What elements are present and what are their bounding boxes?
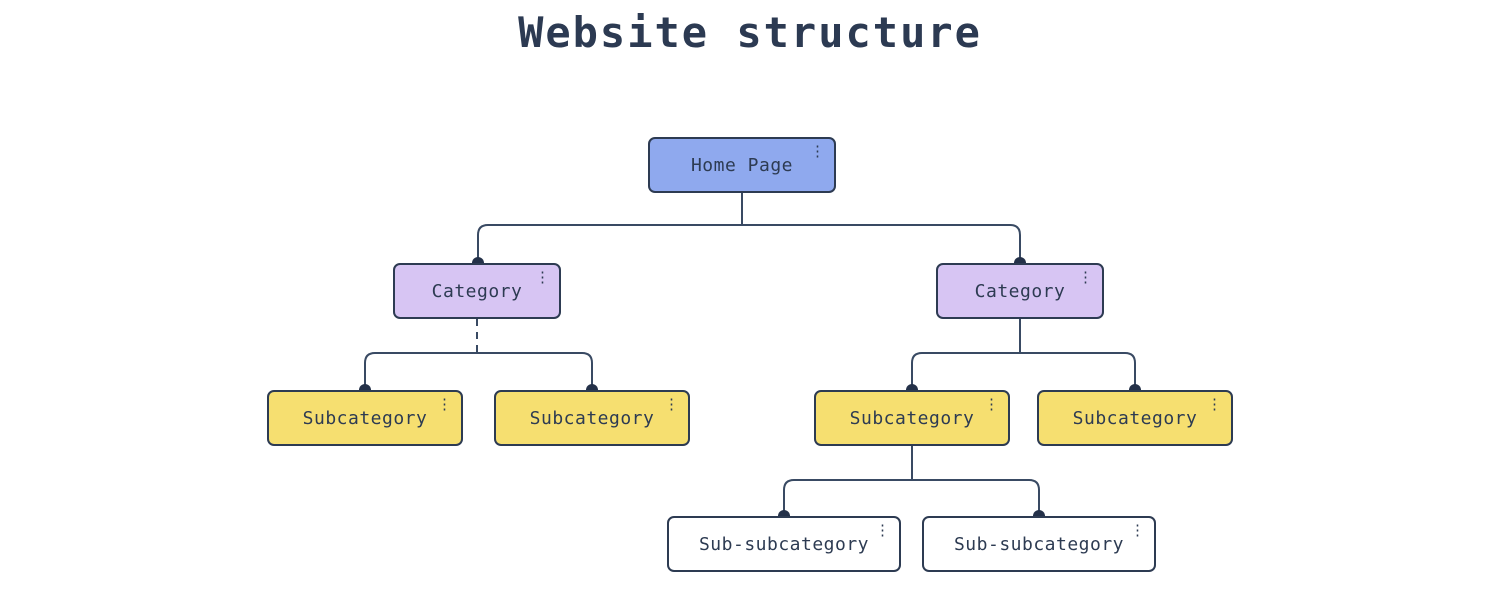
node-subcategory-right-2[interactable]: Subcategory ⋮ bbox=[1037, 390, 1233, 446]
kebab-menu-icon[interactable]: ⋮ bbox=[1207, 395, 1222, 413]
kebab-menu-icon[interactable]: ⋮ bbox=[810, 142, 825, 160]
node-category-right[interactable]: Category ⋮ bbox=[936, 263, 1104, 319]
node-label: Subcategory bbox=[849, 407, 975, 429]
node-label: Category bbox=[431, 280, 523, 302]
node-label: Sub-subcategory bbox=[953, 533, 1125, 555]
kebab-menu-icon[interactable]: ⋮ bbox=[984, 395, 999, 413]
node-sub-subcategory-1[interactable]: Sub-subcategory ⋮ bbox=[667, 516, 901, 572]
kebab-menu-icon[interactable]: ⋮ bbox=[535, 268, 550, 286]
node-subcategory-right-1[interactable]: Subcategory ⋮ bbox=[814, 390, 1010, 446]
kebab-menu-icon[interactable]: ⋮ bbox=[1130, 521, 1145, 539]
diagram-title: Website structure bbox=[518, 8, 982, 57]
node-label: Category bbox=[974, 280, 1066, 302]
kebab-menu-icon[interactable]: ⋮ bbox=[875, 521, 890, 539]
node-subcategory-left-2[interactable]: Subcategory ⋮ bbox=[494, 390, 690, 446]
kebab-menu-icon[interactable]: ⋮ bbox=[664, 395, 679, 413]
node-home-page[interactable]: Home Page ⋮ bbox=[648, 137, 836, 193]
connector-category-right-to-subcategories bbox=[911, 352, 1136, 390]
connector-subcategory-to-sub-subcategories bbox=[783, 479, 1040, 516]
node-subcategory-left-1[interactable]: Subcategory ⋮ bbox=[267, 390, 463, 446]
node-sub-subcategory-2[interactable]: Sub-subcategory ⋮ bbox=[922, 516, 1156, 572]
node-category-left[interactable]: Category ⋮ bbox=[393, 263, 561, 319]
node-label: Sub-subcategory bbox=[698, 533, 870, 555]
connector-home-to-categories bbox=[477, 224, 1021, 263]
kebab-menu-icon[interactable]: ⋮ bbox=[1078, 268, 1093, 286]
node-label: Subcategory bbox=[302, 407, 428, 429]
kebab-menu-icon[interactable]: ⋮ bbox=[437, 395, 452, 413]
node-label: Subcategory bbox=[529, 407, 655, 429]
node-label: Subcategory bbox=[1072, 407, 1198, 429]
node-label: Home Page bbox=[690, 154, 794, 176]
connector-category-left-to-subcategories bbox=[364, 352, 593, 390]
